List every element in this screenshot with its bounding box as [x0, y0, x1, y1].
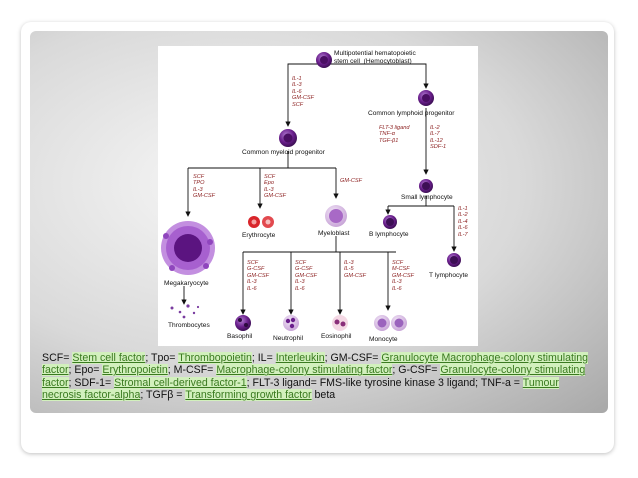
label-b-lymphocyte: B lymphocyte [369, 231, 409, 238]
label-myeloblast: Myeloblast [318, 230, 350, 237]
factors-erythrocyte: SCF Epo IL-3 GM-CSF [264, 174, 287, 200]
factors-neutrophil: SCF G-CSF GM-CSF IL-3 IL-6 [295, 260, 318, 292]
diagram-lines [161, 52, 461, 331]
caption-text: ; GM-CSF= [324, 352, 382, 364]
abbreviation-caption: SCF= Stem cell factor; Tpo= Thrombopoiet… [42, 352, 598, 402]
link-stem-cell-factor[interactable]: Stem cell factor [72, 352, 146, 364]
caption-text: ; M-CSF= [167, 364, 217, 377]
cell-myeloid-progenitor [279, 129, 297, 147]
link-transforming-growth-factor[interactable]: Transforming growth factor [185, 389, 312, 402]
label-small-lymphocyte: Small lymphocyte [401, 194, 453, 201]
label-eosinophil: Eosinophil [321, 333, 352, 340]
factors-t-lymphocyte: IL-1 IL-2 IL-4 IL-6 IL-7 [458, 206, 468, 238]
label-erythrocyte: Erythrocyte [242, 232, 276, 239]
label-megakaryocyte: Megakaryocyte [164, 280, 209, 287]
caption-text: ; Epo= [68, 364, 103, 377]
label-basophil: Basophil [227, 333, 253, 340]
link-interleukin[interactable]: Interleukin [275, 352, 325, 364]
cell-megakaryocyte [161, 221, 215, 275]
cell-stem [316, 52, 332, 68]
label-neutrophil: Neutrophil [273, 335, 304, 342]
label-myeloid-progenitor: Common myeloid progenitor [242, 149, 325, 156]
hematopoiesis-diagram: Multipotential hematopoietic stem cell (… [158, 46, 478, 346]
caption-text: ; TGFβ = [140, 389, 186, 402]
cell-lymphoid-progenitor [418, 90, 434, 106]
cell-b-lymphocyte [383, 215, 397, 229]
link-erythropoietin[interactable]: Erythropoietin [102, 364, 168, 377]
caption-text: SCF= [42, 352, 73, 364]
cell-basophil [235, 315, 251, 331]
factors-monocyte: SCF M-CSF GM-CSF IL-3 IL-6 [392, 260, 415, 292]
cell-eosinophil [332, 315, 348, 331]
label-thrombocytes: Thrombocytes [168, 322, 210, 329]
factors-basophil: SCF G-CSF GM-CSF IL-3 IL-6 [247, 260, 270, 292]
factors-lymphoid-b: IL-2 IL-7 IL-12 SDF-1 [430, 125, 447, 151]
factors-lymphoid-a: FLT-3 ligand TNF-α TGF-β1 [379, 125, 410, 144]
label-stem-cell: Multipotential hematopoietic stem cell (… [334, 50, 416, 65]
caption-text: ; G-CSF= [392, 364, 441, 377]
cell-t-lymphocyte [447, 253, 461, 267]
factors-myeloblast: GM-CSF [340, 178, 363, 184]
caption-text: beta [311, 389, 336, 402]
label-monocyte: Monocyte [369, 336, 398, 343]
cell-thrombocytes [170, 304, 200, 319]
cell-neutrophil [283, 315, 299, 331]
link-m-csf[interactable]: Macrophage-colony stimulating factor [216, 364, 393, 377]
label-lymphoid-progenitor: Common lymphoid progenitor [368, 110, 455, 117]
caption-text: ; FLT-3 ligand= FMS-like tyrosine kinase… [246, 376, 523, 389]
factors-megakaryocyte: SCF TPO IL-3 GM-CSF [193, 174, 216, 200]
link-sdf-1[interactable]: Stromal cell-derived factor-1 [114, 376, 247, 389]
cell-monocyte [374, 315, 407, 331]
cell-small-lymphocyte [419, 179, 433, 193]
label-t-lymphocyte: T lymphocyte [429, 272, 469, 279]
caption-text: ; SDF-1= [68, 376, 115, 389]
factors-eosinophil: IL-3 IL-5 GM-CSF [344, 260, 367, 279]
caption-text: ; Tpo= [145, 352, 179, 364]
link-thrombopoietin[interactable]: Thrombopoietin [178, 352, 252, 364]
caption-text: ; IL= [251, 352, 276, 364]
cell-myeloblast [325, 205, 347, 227]
cell-erythrocyte [248, 216, 274, 228]
factors-stem-to-myeloid: IL-1 IL-3 IL-6 GM-CSF SCF [292, 76, 315, 108]
